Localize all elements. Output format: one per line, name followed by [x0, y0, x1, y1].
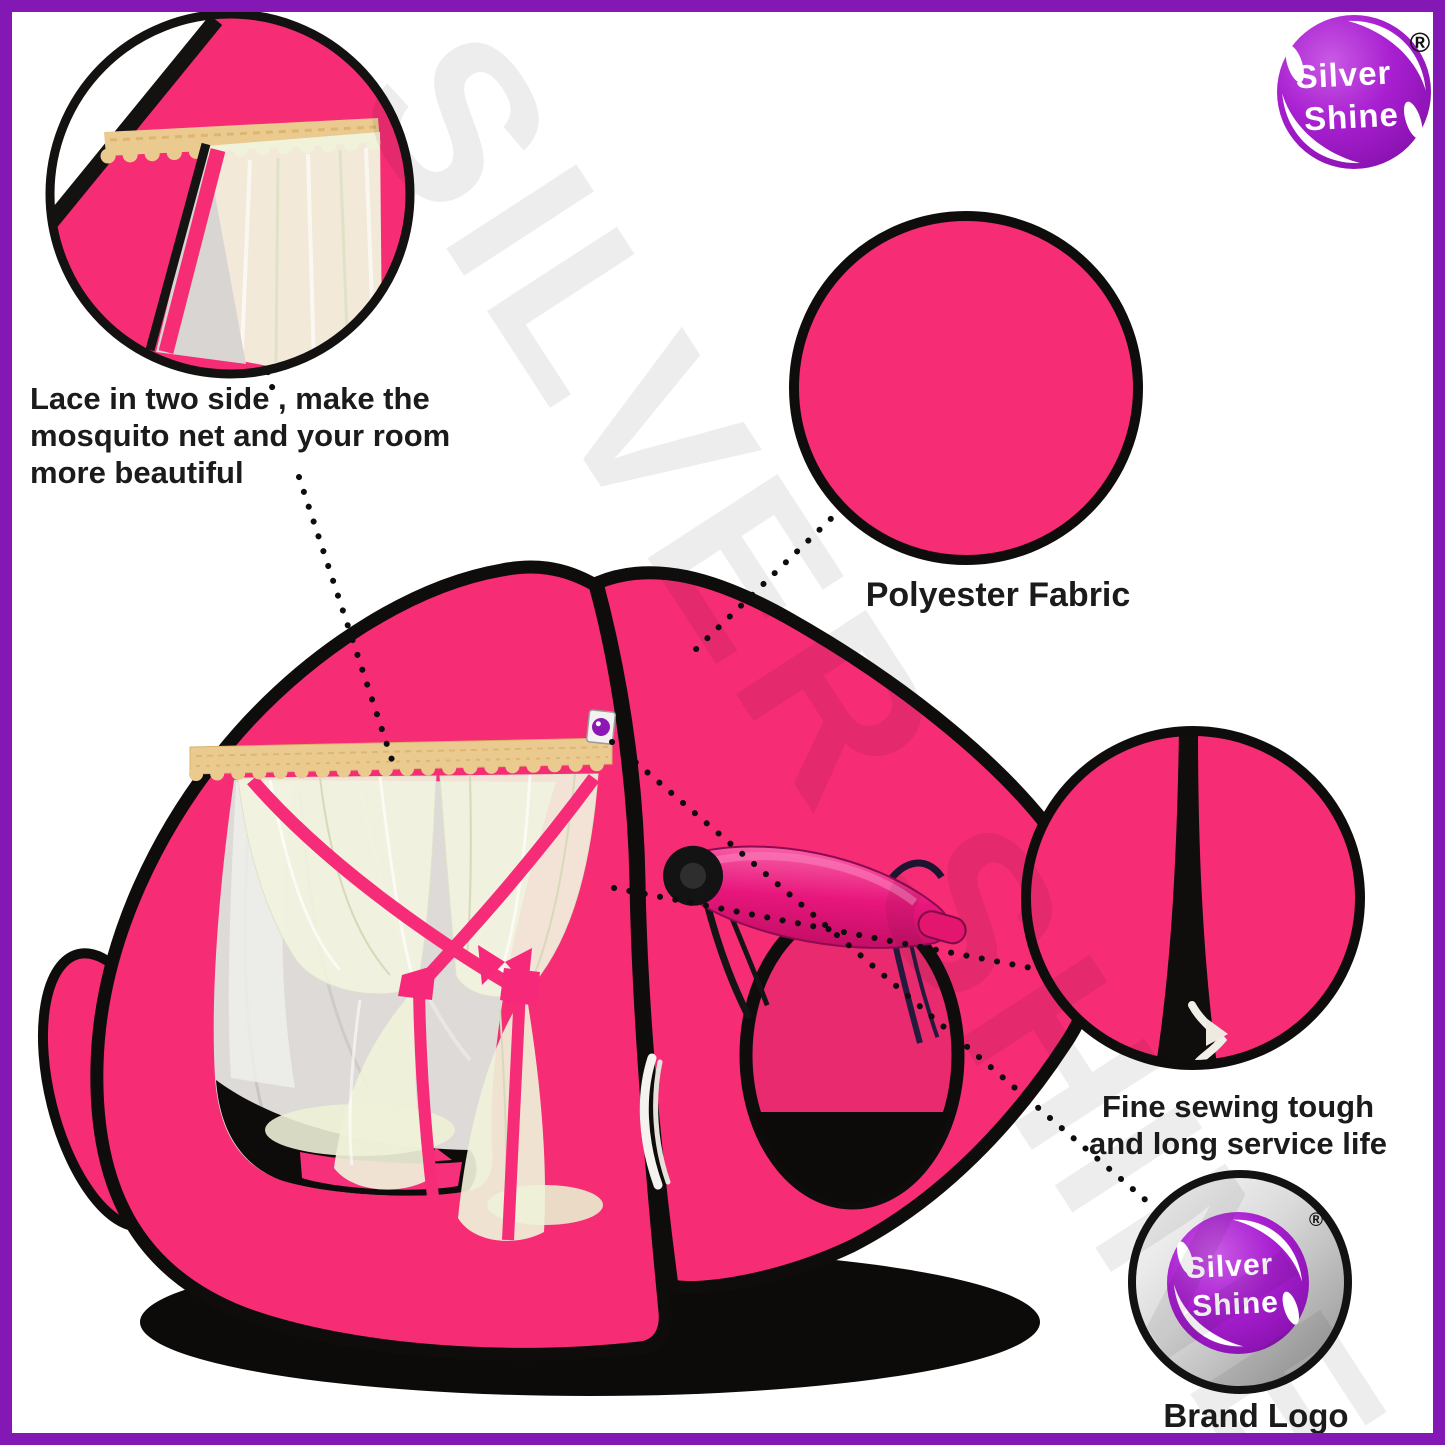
- polyester-label: Polyester Fabric: [866, 576, 1131, 614]
- lace-note: Lace in two side , make the mosquito net…: [30, 381, 450, 490]
- sewing-label-line1: Fine sewing tough: [1102, 1089, 1374, 1124]
- curtain-tie-left: [398, 965, 436, 1000]
- leader-lace-lower: [296, 474, 395, 763]
- lace-note-line3: more beautiful: [30, 455, 244, 490]
- polyester-callout: Polyester Fabric: [789, 211, 1143, 614]
- curtain-tie-right: [500, 968, 540, 1006]
- registered-icon: ®: [1309, 1210, 1323, 1231]
- net-curtains: [237, 773, 600, 1241]
- brand-logo-medallion: Silver Shine ® Brand Logo: [1128, 1170, 1352, 1434]
- leader-sewing: [611, 885, 1055, 975]
- header-brand-logo: Silver Shine ®: [1277, 15, 1431, 169]
- leader-lines: [265, 369, 1152, 1206]
- carry-bag: [663, 845, 967, 1044]
- brand-tag: [585, 709, 617, 745]
- lace-note-line2: mosquito net and your room: [30, 418, 450, 453]
- lace-note-line1: Lace in two side , make the: [30, 381, 430, 416]
- curtain-bow: [478, 945, 505, 985]
- brand-logo-inner-circle: [1167, 1212, 1309, 1354]
- header-logo-name-line2: Shine: [1303, 96, 1400, 138]
- seam-tie: [639, 1053, 671, 1190]
- lace-detail-circle: [45, 9, 415, 379]
- sewing-label-line2: and long service life: [1089, 1126, 1387, 1161]
- brand-logo-name-line1: Silver: [1185, 1248, 1274, 1286]
- seam-detail: [1156, 731, 1217, 1065]
- registered-icon: ®: [1410, 27, 1431, 58]
- sewing-callout: Fine sewing tough and long service life: [1021, 726, 1387, 1161]
- brand-logo-label: Brand Logo: [1163, 1397, 1348, 1434]
- tent-product: [37, 560, 1103, 1396]
- brand-logo-name-line2: Shine: [1191, 1286, 1279, 1323]
- polyester-fabric-swatch: [789, 211, 1143, 565]
- lace-valance: [189, 737, 615, 781]
- header-logo-name-line1: Silver: [1295, 54, 1393, 96]
